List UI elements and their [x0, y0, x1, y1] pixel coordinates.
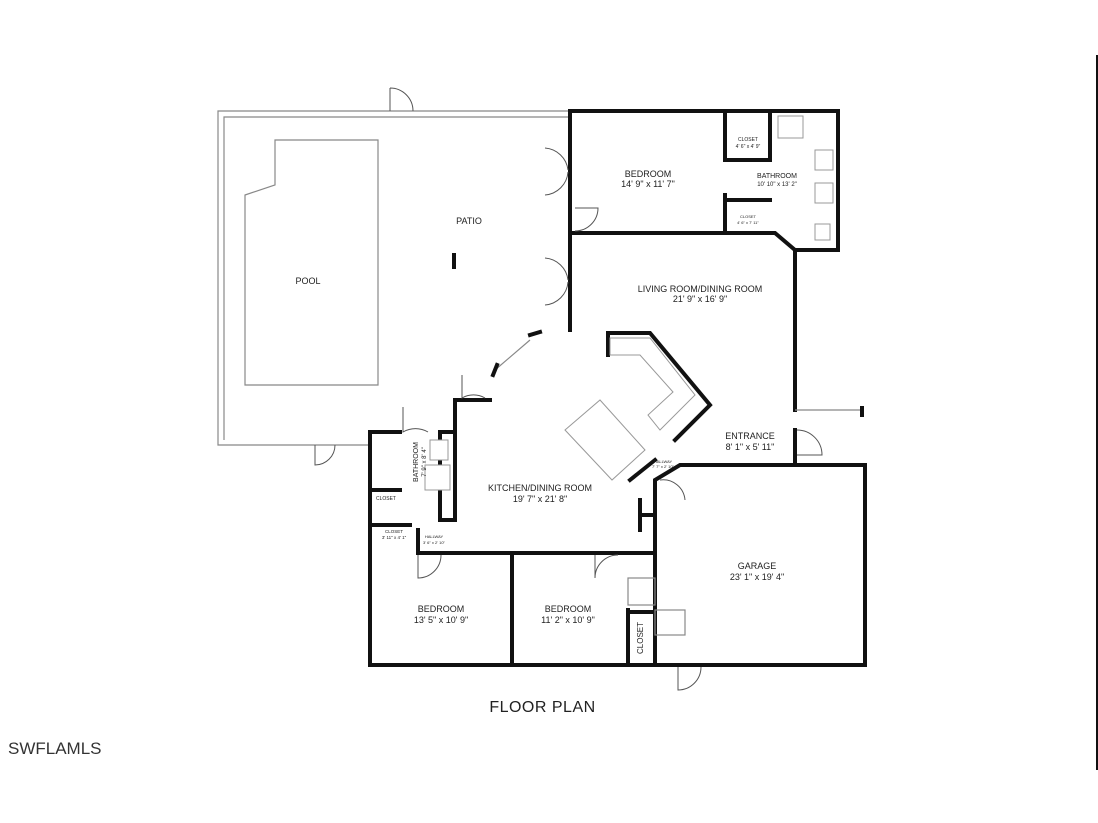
room-size-living: 21' 9" x 16' 9" [673, 294, 727, 304]
room-size-bedroom-left: 13' 5" x 10' 9" [414, 615, 468, 625]
room-label-patio: PATIO [456, 216, 482, 226]
room-size-closet-left2: 3' 11" x 4' 1" [382, 535, 407, 540]
room-label-closet-top2: CLOSET [740, 214, 757, 219]
room-label-entrance: ENTRANCE [725, 431, 775, 441]
patio-outline [217, 110, 570, 446]
room-label-hallway-right: HALLWAY [654, 459, 673, 464]
room-label-bedroom-top: BEDROOM [625, 169, 672, 179]
room-size-bathroom-left: 7' 9" x 8' 4" [422, 447, 428, 477]
pool-outline [244, 139, 379, 386]
room-label-bathroom-top: BATHROOM [757, 173, 797, 180]
room-label-garage: GARAGE [738, 561, 777, 571]
room-size-closet-top2: 4' 6" x 7' 11" [737, 220, 759, 225]
room-size-hallway-left: 3' 6" x 2' 10" [423, 540, 446, 545]
room-size-garage: 23' 1" x 19' 4" [730, 572, 784, 582]
plan-title: FLOOR PLAN [489, 699, 596, 716]
walls [568, 109, 840, 332]
room-label-kitchen: KITCHEN/DINING ROOM [488, 483, 592, 493]
room-size-bedroom-top: 14' 9" x 11' 7" [621, 179, 675, 189]
room-label-pool: POOL [295, 276, 320, 286]
room-size-bedroom-mid: 11' 2" x 10' 9" [541, 615, 595, 625]
room-size-closet-top: 4' 6" x 4' 9" [736, 144, 761, 150]
room-label-closet-left2: CLOSET [385, 529, 403, 534]
page-edge-divider [1096, 55, 1098, 770]
watermark: SWFLAMLS [8, 739, 102, 758]
room-label-bathroom-left: BATHROOM [413, 442, 420, 482]
room-label-hallway-left: HALLWAY [425, 534, 444, 539]
room-label-closet-left: CLOSET [376, 496, 396, 502]
room-size-entrance: 8' 1" x 5' 11" [726, 442, 775, 452]
room-size-bathroom-top: 10' 10" x 13' 2" [757, 182, 797, 188]
room-label-bedroom-left: BEDROOM [418, 604, 465, 614]
room-size-hallway-right: 7' 7" x 2' 10" [652, 464, 675, 469]
room-label-closet-top: CLOSET [738, 137, 758, 143]
room-label-closet-garage: CLOSET [636, 622, 645, 654]
room-size-kitchen: 19' 7" x 21' 8" [513, 494, 567, 504]
room-label-living: LIVING ROOM/DINING ROOM [638, 284, 763, 294]
room-label-bedroom-mid: BEDROOM [545, 604, 592, 614]
